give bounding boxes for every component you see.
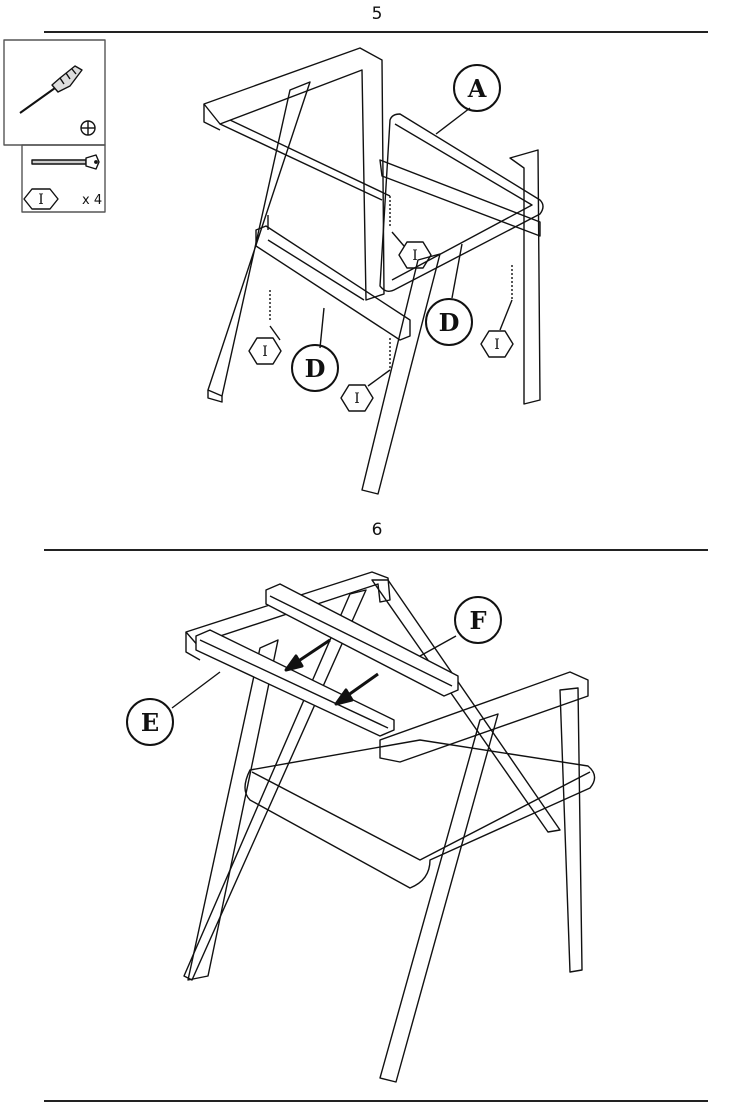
svg-text:D: D	[439, 308, 460, 337]
callout-d-right: D	[425, 298, 473, 346]
step-5-divider	[44, 31, 708, 33]
page-bottom-divider	[44, 1100, 708, 1102]
screwdriver-icon	[19, 65, 83, 114]
insert-arrow-icons	[284, 638, 379, 706]
svg-text:E: E	[141, 708, 159, 737]
hardware-i-hex-callouts: I I I I	[248, 241, 514, 412]
quantity-label: x 4	[82, 193, 102, 208]
screw-icons	[269, 196, 513, 368]
step-5-chair-drawing	[203, 47, 544, 495]
step-5-number: 5	[371, 4, 383, 24]
phillips-head-icon	[80, 120, 96, 136]
callout-e: E	[126, 698, 174, 746]
svg-text:I: I	[262, 344, 268, 360]
hardware-i-hex: I	[23, 188, 59, 210]
svg-text:I: I	[412, 248, 418, 264]
svg-text:F: F	[469, 606, 486, 635]
callout-f: F	[454, 596, 502, 644]
step-6-chair-drawing	[171, 571, 596, 1083]
callout-a: A	[453, 64, 501, 112]
screw-icon	[31, 154, 100, 170]
hardware-i-label: I	[38, 192, 44, 208]
svg-text:D: D	[305, 354, 326, 383]
step-6-number: 6	[371, 520, 383, 540]
step-6-divider	[44, 549, 708, 551]
callout-d-left: D	[291, 344, 339, 392]
svg-text:A: A	[467, 74, 487, 103]
parts-box: I x 4	[3, 39, 106, 213]
svg-text:I: I	[354, 391, 360, 407]
svg-text:I: I	[494, 337, 500, 353]
